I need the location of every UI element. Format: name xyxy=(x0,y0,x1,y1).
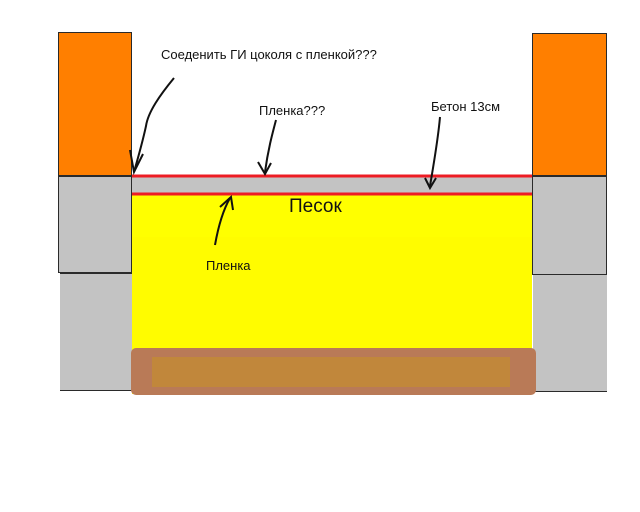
right-plinth-upper xyxy=(532,176,607,275)
left-plinth-upper xyxy=(58,176,132,273)
film-bottom-arrow xyxy=(214,197,231,246)
concrete-label: Бетон 13см xyxy=(431,99,501,114)
right-plinth-lower xyxy=(533,275,607,392)
right-brick-wall xyxy=(532,33,607,176)
concrete-slab xyxy=(132,176,532,194)
left-brick-wall xyxy=(58,32,132,176)
connect-arrow-head xyxy=(129,149,144,176)
film-top-label: Пленка??? xyxy=(259,103,326,118)
film-top-arrow-head xyxy=(257,161,272,177)
sand-label: Песок xyxy=(289,196,342,217)
connect-question-label: Соеденить ГИ цоколя с пленкой??? xyxy=(161,47,377,62)
film-top-arrow xyxy=(264,119,277,173)
connect-arrow xyxy=(133,77,175,173)
film-bottom-arrow-head xyxy=(219,195,234,211)
footing-inner xyxy=(152,357,510,387)
concrete-arrow xyxy=(429,116,441,187)
concrete-arrow-head xyxy=(424,177,437,191)
left-plinth-lower xyxy=(60,273,132,391)
film-bottom-label: Пленка xyxy=(206,258,251,273)
